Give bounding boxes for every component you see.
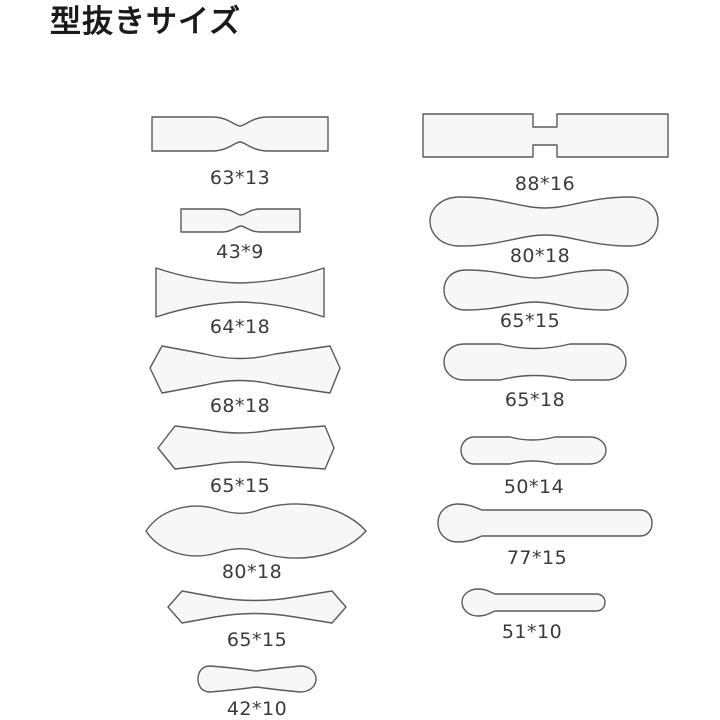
page-title: 型抜きサイズ bbox=[50, 4, 242, 40]
shape-label: 64*18 bbox=[210, 316, 270, 338]
shape-label: 50*14 bbox=[504, 476, 564, 498]
rounded-peanut-shape bbox=[443, 269, 629, 311]
paddle-shape bbox=[437, 503, 653, 543]
small-paddle-shape bbox=[461, 588, 606, 617]
waisted-rectangle-shape-2 bbox=[180, 208, 301, 233]
shape-label: 51*10 bbox=[502, 621, 562, 643]
shape-label: 65*15 bbox=[227, 629, 287, 651]
small-peanut-shape bbox=[197, 665, 317, 693]
shape-label: 88*16 bbox=[515, 173, 575, 195]
shape-label: 65*15 bbox=[210, 475, 270, 497]
bowtie-shape bbox=[155, 267, 325, 318]
waisted-rectangle-shape-1 bbox=[151, 116, 329, 152]
elongated-diamond-shape bbox=[460, 436, 607, 465]
double-lobe-shape bbox=[145, 503, 367, 559]
shape-label: 43*9 bbox=[216, 241, 264, 263]
shape-label: 77*15 bbox=[507, 547, 567, 569]
shape-label: 63*13 bbox=[210, 167, 270, 189]
shape-label: 80*18 bbox=[222, 561, 282, 583]
shape-label: 80*18 bbox=[510, 245, 570, 267]
rounded-arrow-bowtie-shape bbox=[167, 590, 347, 624]
hex-bowtie-shape bbox=[149, 345, 341, 394]
shape-label: 42*10 bbox=[227, 698, 287, 720]
lens-strip-shape bbox=[443, 343, 627, 381]
rounded-peanut-shape-large bbox=[429, 196, 659, 247]
arrow-bowtie-shape bbox=[157, 425, 335, 470]
shape-label: 65*18 bbox=[505, 389, 565, 411]
shape-label: 68*18 bbox=[210, 395, 270, 417]
shape-label: 65*15 bbox=[500, 310, 560, 332]
notched-strip-shape bbox=[422, 113, 669, 158]
